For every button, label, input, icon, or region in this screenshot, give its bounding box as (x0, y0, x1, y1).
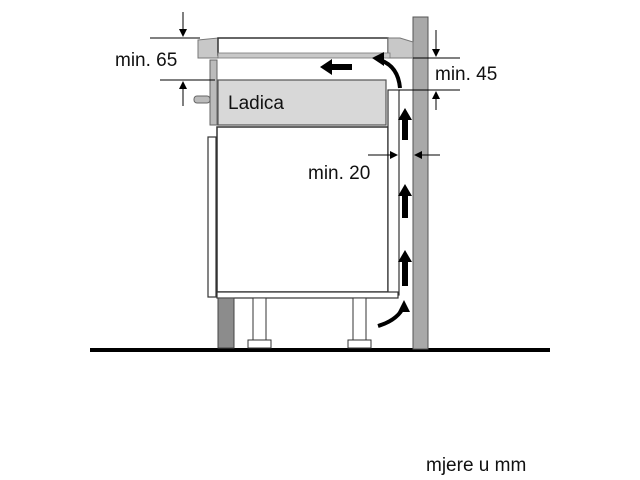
label-min-65: min. 65 (115, 50, 177, 71)
cabinet-leg (247, 297, 272, 349)
airflow-curve-top-head (372, 52, 384, 66)
airflow-curve-bottom-head (398, 300, 410, 312)
label-min-45: min. 45 (435, 64, 497, 85)
label-min-20: min. 20 (308, 163, 370, 184)
units-note: mjere u mm (426, 455, 526, 476)
cabinet-front (193, 59, 218, 126)
floor-line (90, 348, 550, 352)
airflow-arrow-up (398, 250, 412, 286)
airflow-arrow-left (320, 59, 352, 75)
dimension-min-45 (399, 30, 460, 110)
dimension-min-65 (150, 12, 215, 106)
cooktop (197, 37, 414, 59)
airflow-arrows (320, 59, 412, 286)
plinth (217, 297, 235, 349)
cabinet-leg (347, 297, 372, 349)
drawer (217, 79, 387, 126)
airflow-arrow-up (398, 184, 412, 218)
cabinet-body (207, 89, 400, 299)
airflow-arrow-up (398, 108, 412, 140)
wall (412, 16, 429, 350)
drawer-label: Ladica (228, 93, 284, 114)
